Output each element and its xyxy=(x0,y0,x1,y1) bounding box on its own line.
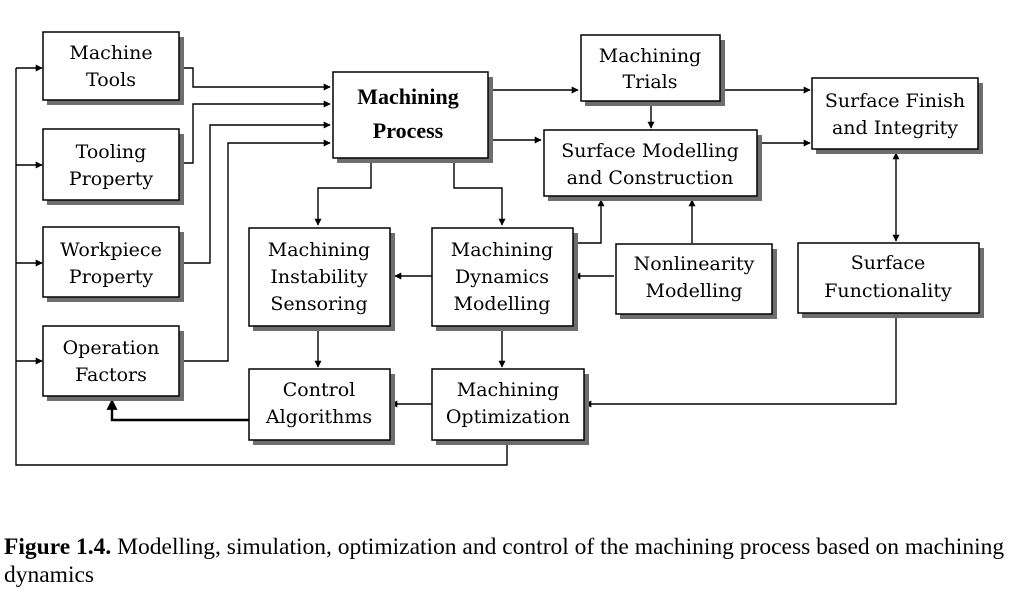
machine-tools-line-1: Machine xyxy=(69,42,152,64)
flow-diagram: Machine Tools Tooling Property Workpiece… xyxy=(15,31,984,466)
machining-process-line-1: Machining xyxy=(357,84,458,109)
surface-modelling-line-1: Surface Modelling xyxy=(561,140,739,162)
arrow-workpiece-to-process xyxy=(179,121,331,264)
surface-functionality-line-2: Functionality xyxy=(824,280,952,302)
dynamics-modelling-line-3: Modelling xyxy=(454,293,551,315)
workpiece-property-line-2: Property xyxy=(69,266,153,288)
box-control-algorithms: Control Algorithms xyxy=(248,368,395,445)
machine-tools-line-2: Tools xyxy=(86,69,136,91)
arrow-machine-tools-to-process xyxy=(179,67,331,91)
box-surface-finish: Surface Finish and Integrity xyxy=(811,77,983,154)
caption-text: Modelling, simulation, optimization and … xyxy=(4,534,1005,588)
box-instability-sensoring: Machining Instability Sensoring xyxy=(248,227,395,331)
instability-sensoring-line-2: Instability xyxy=(270,266,367,288)
dynamics-modelling-line-1: Machining xyxy=(451,239,553,261)
nonlinearity-modelling-line-1: Nonlinearity xyxy=(634,253,755,275)
instability-sensoring-line-1: Machining xyxy=(268,239,370,261)
instability-sensoring-line-3: Sensoring xyxy=(270,293,367,315)
arrow-operation-to-process xyxy=(179,139,331,362)
machining-trials-line-2: Trials xyxy=(623,71,678,93)
workpiece-property-line-1: Workpiece xyxy=(60,239,162,261)
dynamics-modelling-line-2: Dynamics xyxy=(455,266,549,288)
tooling-property-line-1: Tooling xyxy=(76,141,147,163)
control-algorithms-line-2: Algorithms xyxy=(265,406,372,428)
arrow-process-to-instability xyxy=(314,158,372,226)
caption-label: Figure 1.4. xyxy=(4,534,112,560)
operation-factors-line-2: Factors xyxy=(75,364,147,386)
box-dynamics-modelling: Machining Dynamics Modelling xyxy=(431,227,578,331)
box-machining-optimization: Machining Optimization xyxy=(431,368,589,445)
surface-functionality-line-1: Surface xyxy=(851,252,926,274)
operation-factors-line-1: Operation xyxy=(63,337,160,359)
box-operation-factors: Operation Factors xyxy=(42,325,184,401)
arrow-control-to-operation-factors xyxy=(106,398,249,422)
machining-process-line-2: Process xyxy=(373,118,444,143)
arrow-dynamics-to-surface-modelling xyxy=(573,199,605,244)
machining-optimization-line-2: Optimization xyxy=(446,406,570,428)
box-surface-functionality: Surface Functionality xyxy=(797,242,984,318)
box-surface-modelling: Surface Modelling and Construction xyxy=(543,129,762,201)
tooling-property-line-2: Property xyxy=(69,168,153,190)
surface-finish-line-1: Surface Finish xyxy=(825,90,965,112)
machining-trials-line-1: Machining xyxy=(599,45,701,67)
box-workpiece-property: Workpiece Property xyxy=(42,226,184,302)
control-algorithms-line-1: Control xyxy=(283,379,355,401)
box-tooling-property: Tooling Property xyxy=(42,128,184,205)
arrow-tooling-to-process xyxy=(179,100,331,164)
surface-modelling-line-2: and Construction xyxy=(567,167,734,189)
arrow-process-to-dynamics xyxy=(453,158,506,226)
machining-optimization-line-1: Machining xyxy=(457,379,559,401)
nonlinearity-modelling-line-2: Modelling xyxy=(646,280,743,302)
box-machining-trials: Machining Trials xyxy=(580,34,725,106)
figure-caption: Figure 1.4. Modelling, simulation, optim… xyxy=(4,533,1009,589)
surface-finish-line-2: and Integrity xyxy=(832,117,958,139)
connectors xyxy=(15,64,900,466)
arrow-functionality-to-optimization xyxy=(584,313,897,408)
feedback-loop-line xyxy=(15,68,508,466)
box-nonlinearity-modelling: Nonlinearity Modelling xyxy=(615,243,777,319)
box-machining-process: Machining Process xyxy=(332,71,493,163)
box-machine-tools: Machine Tools xyxy=(42,31,184,105)
